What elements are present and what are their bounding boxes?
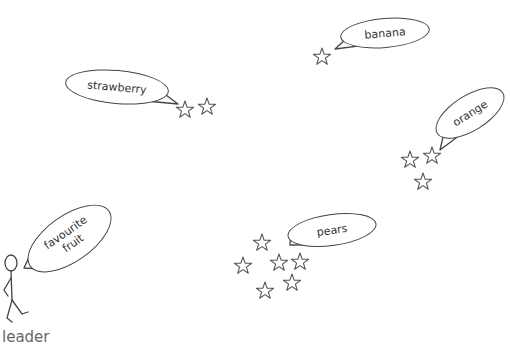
figure-label: leader <box>2 328 50 346</box>
bubble-text: pears <box>316 221 348 238</box>
stars <box>176 48 440 298</box>
bubble-text: favourite fruit <box>38 210 102 266</box>
bubble-text: banana <box>364 25 406 42</box>
speech-bubble: favourite fruit <box>17 191 124 285</box>
bubble-text: strawberry <box>87 78 147 96</box>
speech-bubble: banana <box>339 14 431 52</box>
bubble-text: orange <box>450 97 490 129</box>
stick-figure <box>4 255 28 322</box>
speech-bubble: orange <box>427 77 510 149</box>
